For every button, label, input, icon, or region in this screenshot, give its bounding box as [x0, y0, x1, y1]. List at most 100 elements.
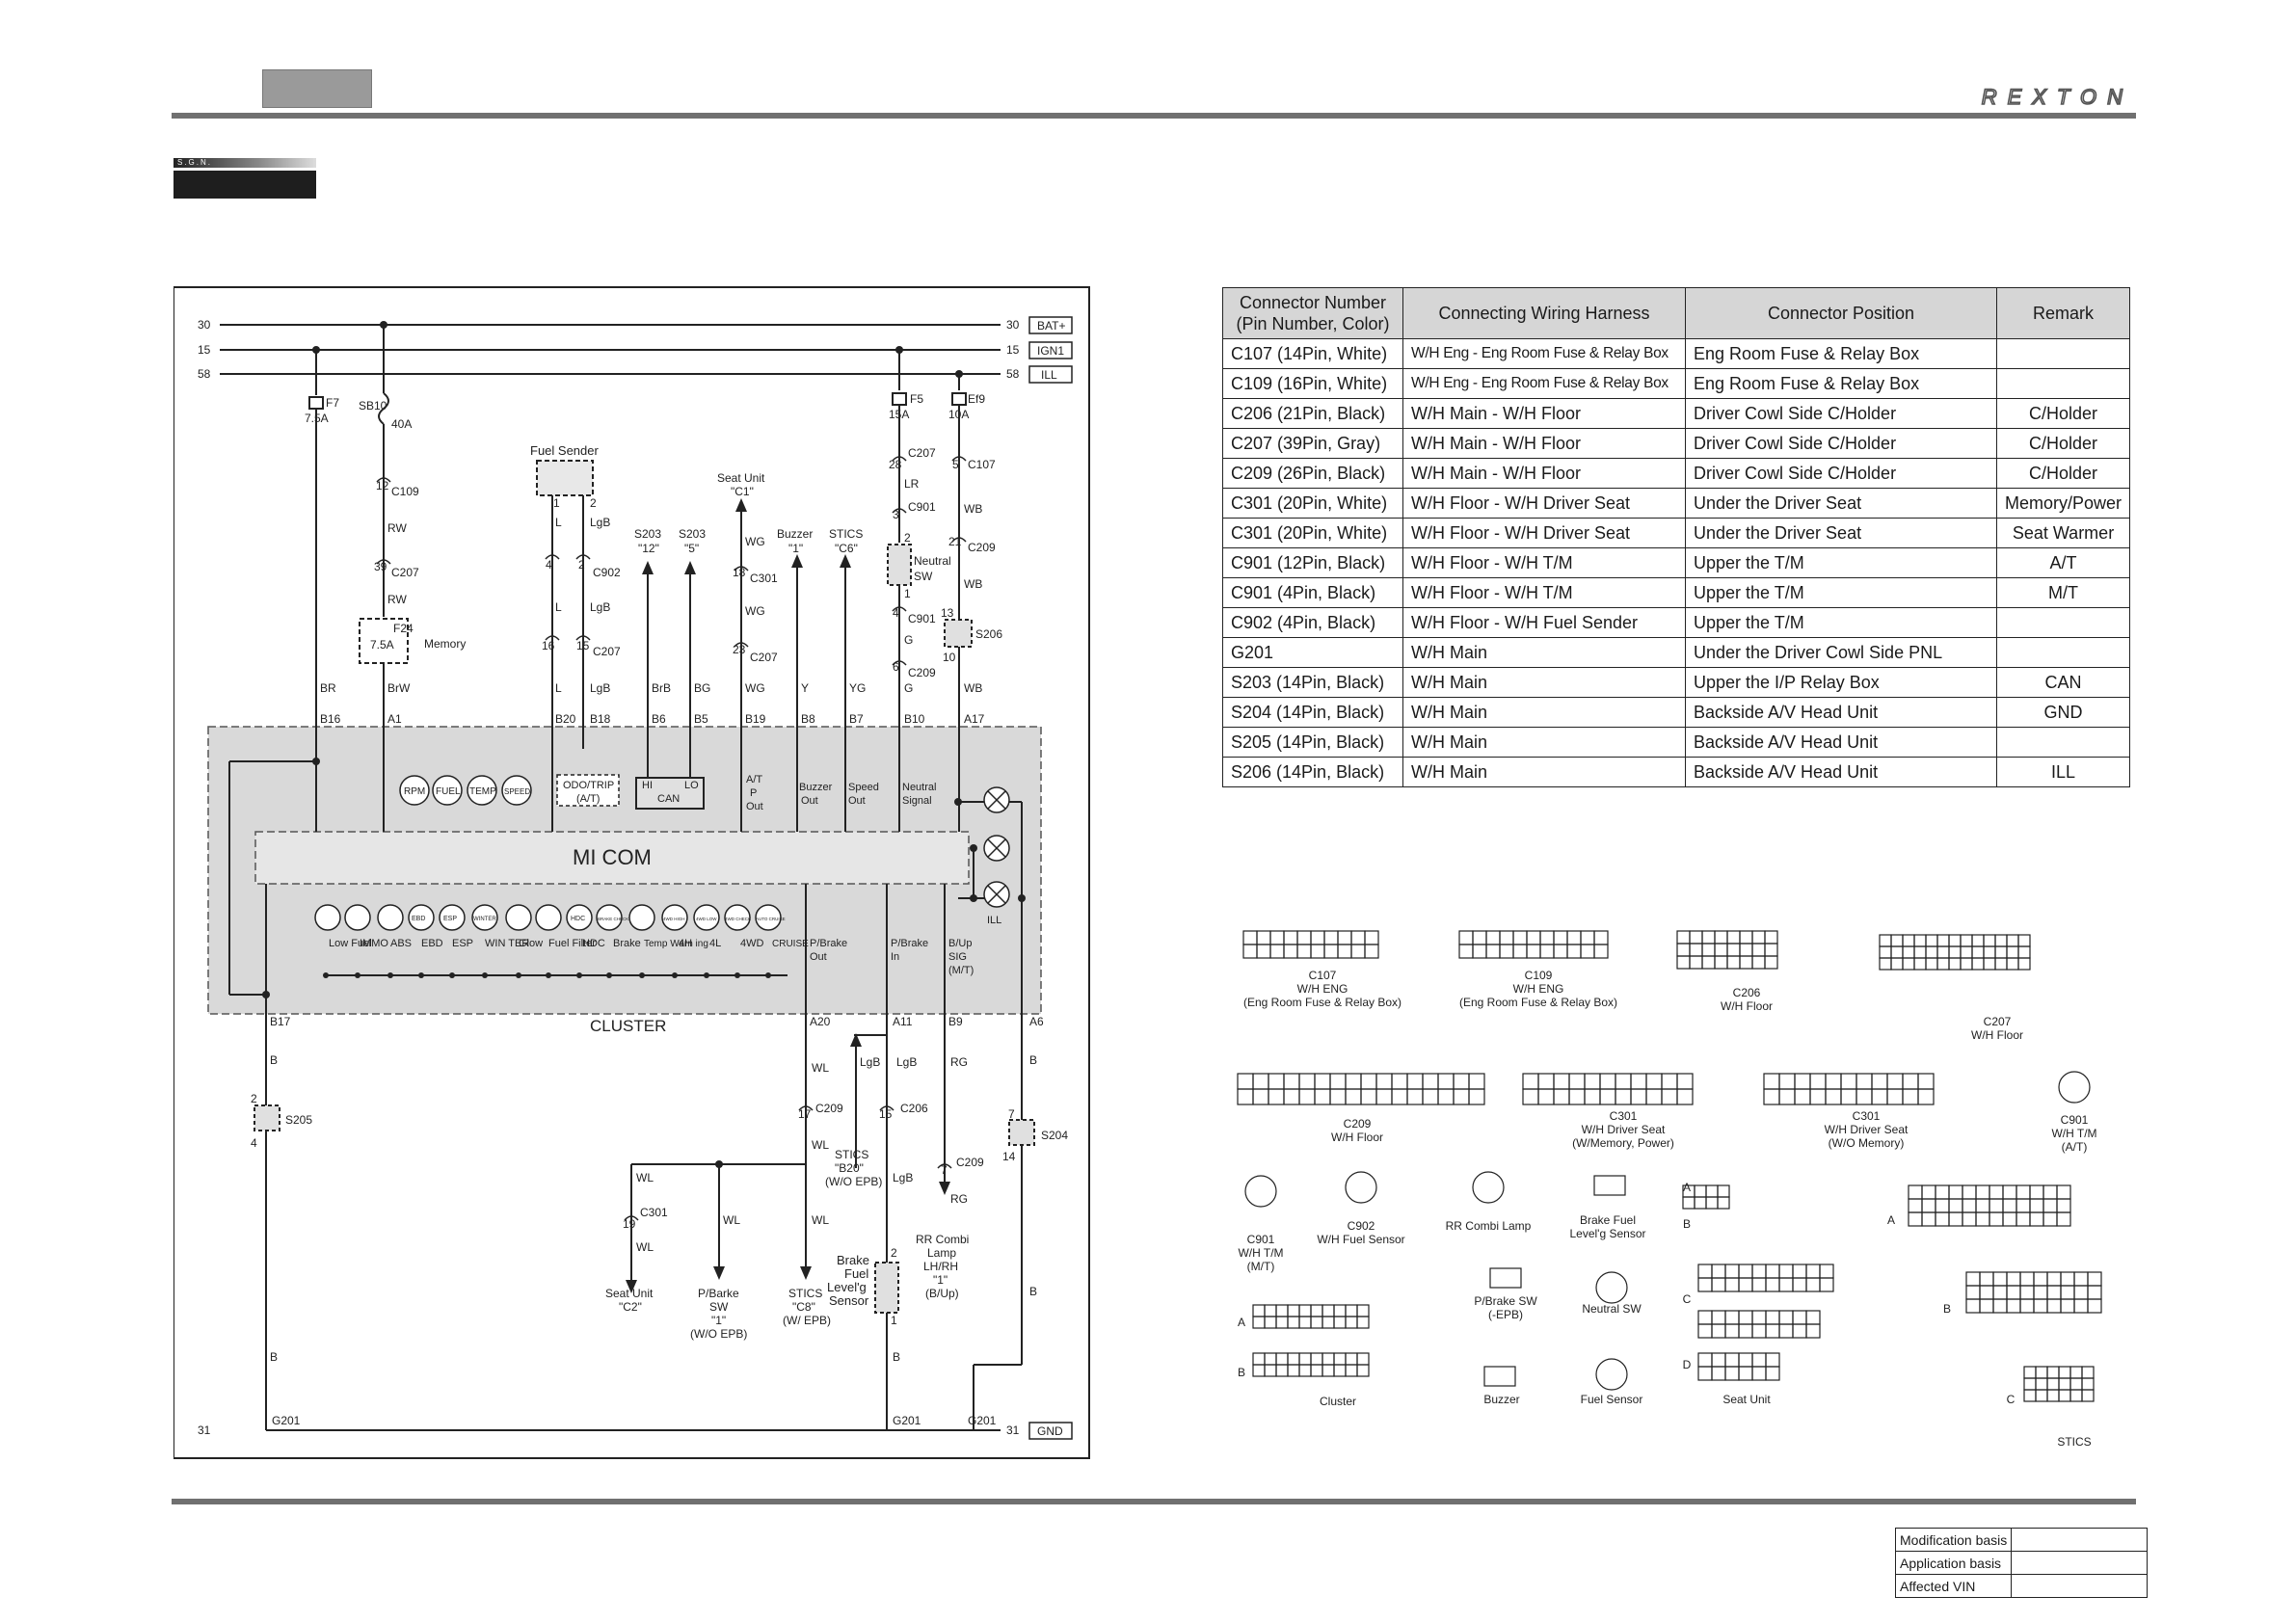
- wg-wire-1: WG: [745, 535, 765, 548]
- connector-pin: [2046, 1366, 2060, 1379]
- ind-abs: ABS: [390, 938, 412, 949]
- col-connector-number: Connector Number (Pin Number, Color): [1222, 287, 1403, 339]
- wl-wire-3: WL: [636, 1171, 654, 1184]
- rr-combi-2: Lamp: [927, 1246, 956, 1260]
- bat-terminal: BAT+: [1037, 319, 1065, 333]
- connector-pin: [1499, 930, 1514, 945]
- connector-pin: [2023, 1377, 2037, 1391]
- connector-pin: [1979, 1298, 1994, 1314]
- connector-pin: [1751, 1323, 1767, 1339]
- neutral-label: Neutral: [914, 554, 951, 568]
- cell-connector: C107 (14Pin, White): [1222, 338, 1403, 369]
- cell-harness: W/H Main - W/H Floor: [1402, 428, 1686, 459]
- cell-connector: C902 (4Pin, Black): [1222, 607, 1403, 638]
- connector-pin: [2060, 1271, 2075, 1287]
- ind-winter: WIN TER: [485, 938, 529, 949]
- connector-pin: [1337, 944, 1352, 959]
- connector-pin: [1298, 1073, 1316, 1090]
- connector-pin: [1458, 930, 1474, 945]
- connector-pin: [1350, 944, 1366, 959]
- micom-box: [254, 831, 970, 885]
- connector-pin: [1283, 930, 1298, 945]
- rr-combi-1: RR Combi: [916, 1233, 969, 1246]
- yg-wire: YG: [849, 681, 866, 695]
- a17-pin: A17: [964, 712, 985, 726]
- c107-name: C107: [1309, 969, 1337, 982]
- pin-4: 4: [546, 558, 552, 572]
- icon-esp: ESP: [443, 916, 457, 922]
- connector-pin: [1580, 944, 1595, 959]
- c301a-name: C301: [1610, 1109, 1638, 1123]
- cell-harness: W/H Main - W/H Floor: [1402, 398, 1686, 429]
- connector-pin: [1689, 943, 1703, 957]
- connector-pin: [1902, 945, 1915, 959]
- connector-table: Connector Number (Pin Number, Color) Con…: [1222, 287, 2131, 787]
- connector-pin: [1252, 1304, 1266, 1317]
- connector-pin: [1879, 957, 1892, 971]
- brake-fuel-2: Fuel: [844, 1266, 868, 1281]
- c301b-sub: W/H Driver Seat: [1825, 1123, 1909, 1136]
- row-c-1: C: [1683, 1292, 1692, 1306]
- bus-31-left: 31: [198, 1423, 211, 1437]
- connector-pin: [1310, 930, 1325, 945]
- connector-pin: [1264, 1316, 1277, 1329]
- connector-pin: [1738, 1264, 1753, 1279]
- connector-pin: [2058, 1366, 2071, 1379]
- header-rule: [172, 113, 2136, 119]
- b10-pin: B10: [904, 712, 925, 726]
- connector-pin: [2087, 1298, 2102, 1314]
- c209-label-3: C209: [815, 1102, 843, 1115]
- lgb-wire-4: LgB: [860, 1055, 880, 1069]
- seatunit-name: Seat Unit: [1722, 1393, 1771, 1406]
- connector-pin: [1537, 1073, 1555, 1090]
- connector-pin: [1971, 934, 1985, 947]
- connector-pin: [1765, 1264, 1780, 1279]
- connector-pin: [1792, 1310, 1807, 1325]
- b19-pin: B19: [745, 712, 766, 726]
- connector-pin: [1275, 1316, 1289, 1329]
- small-connector: [1483, 1366, 1516, 1387]
- connector-pin: [1936, 945, 1950, 959]
- small-connector: [1489, 1267, 1522, 1289]
- brand-logo: REXTON: [1981, 84, 2123, 110]
- s203-b-pin: "5": [684, 542, 699, 555]
- connector-pin: [1738, 1323, 1753, 1339]
- buzzer-name: Buzzer: [1483, 1393, 1519, 1406]
- connector-pin: [1287, 1304, 1300, 1317]
- connector-pin: [1499, 944, 1514, 959]
- at-out-2: P: [750, 787, 757, 799]
- bus-58-right: 58: [1006, 367, 1020, 381]
- cell-harness: W/H Floor - W/H T/M: [1402, 577, 1686, 608]
- connector-pin: [1948, 934, 1962, 947]
- speed-out-1: Speed: [848, 782, 879, 793]
- connector-pin: [1936, 934, 1950, 947]
- circuit-diagram: 30 15 58 31 30 15 58 31 BAT+ IGN1 ILL GN…: [174, 286, 1090, 1459]
- cell-connector: C301 (20Pin, White): [1222, 488, 1403, 519]
- f24-label: F24: [393, 622, 414, 635]
- connector-pin: [1697, 1323, 1713, 1339]
- connector-pin: [1971, 957, 1985, 971]
- brake-fuel-1: Brake: [837, 1253, 869, 1267]
- connector-pin: [1337, 930, 1352, 945]
- pin-19: 19: [623, 1217, 636, 1231]
- ign-terminal: IGN1: [1037, 344, 1064, 358]
- connector-pin: [1751, 1352, 1767, 1368]
- ind-ebd: EBD: [421, 938, 443, 949]
- fuelsensor-name: Fuel Sensor: [1581, 1393, 1643, 1406]
- connector-pin: [1921, 1198, 1936, 1213]
- connector-pin: [1975, 1198, 1990, 1213]
- connector-pin: [1322, 1364, 1335, 1377]
- connector-pin: [1962, 1198, 1977, 1213]
- connector-pin: [1902, 1073, 1919, 1090]
- connector-pin: [1809, 1088, 1827, 1105]
- connector-pin: [1711, 1323, 1726, 1339]
- connector-pin: [1375, 1088, 1393, 1105]
- connector-pin: [1485, 930, 1501, 945]
- c109-name: C109: [1525, 969, 1553, 982]
- c901a-name: C901: [2061, 1113, 2089, 1127]
- cluster-name: Cluster: [1320, 1395, 1356, 1408]
- connector-pin: [1871, 1088, 1888, 1105]
- connector-pin: [1805, 1277, 1821, 1292]
- connector-pin: [1714, 943, 1728, 957]
